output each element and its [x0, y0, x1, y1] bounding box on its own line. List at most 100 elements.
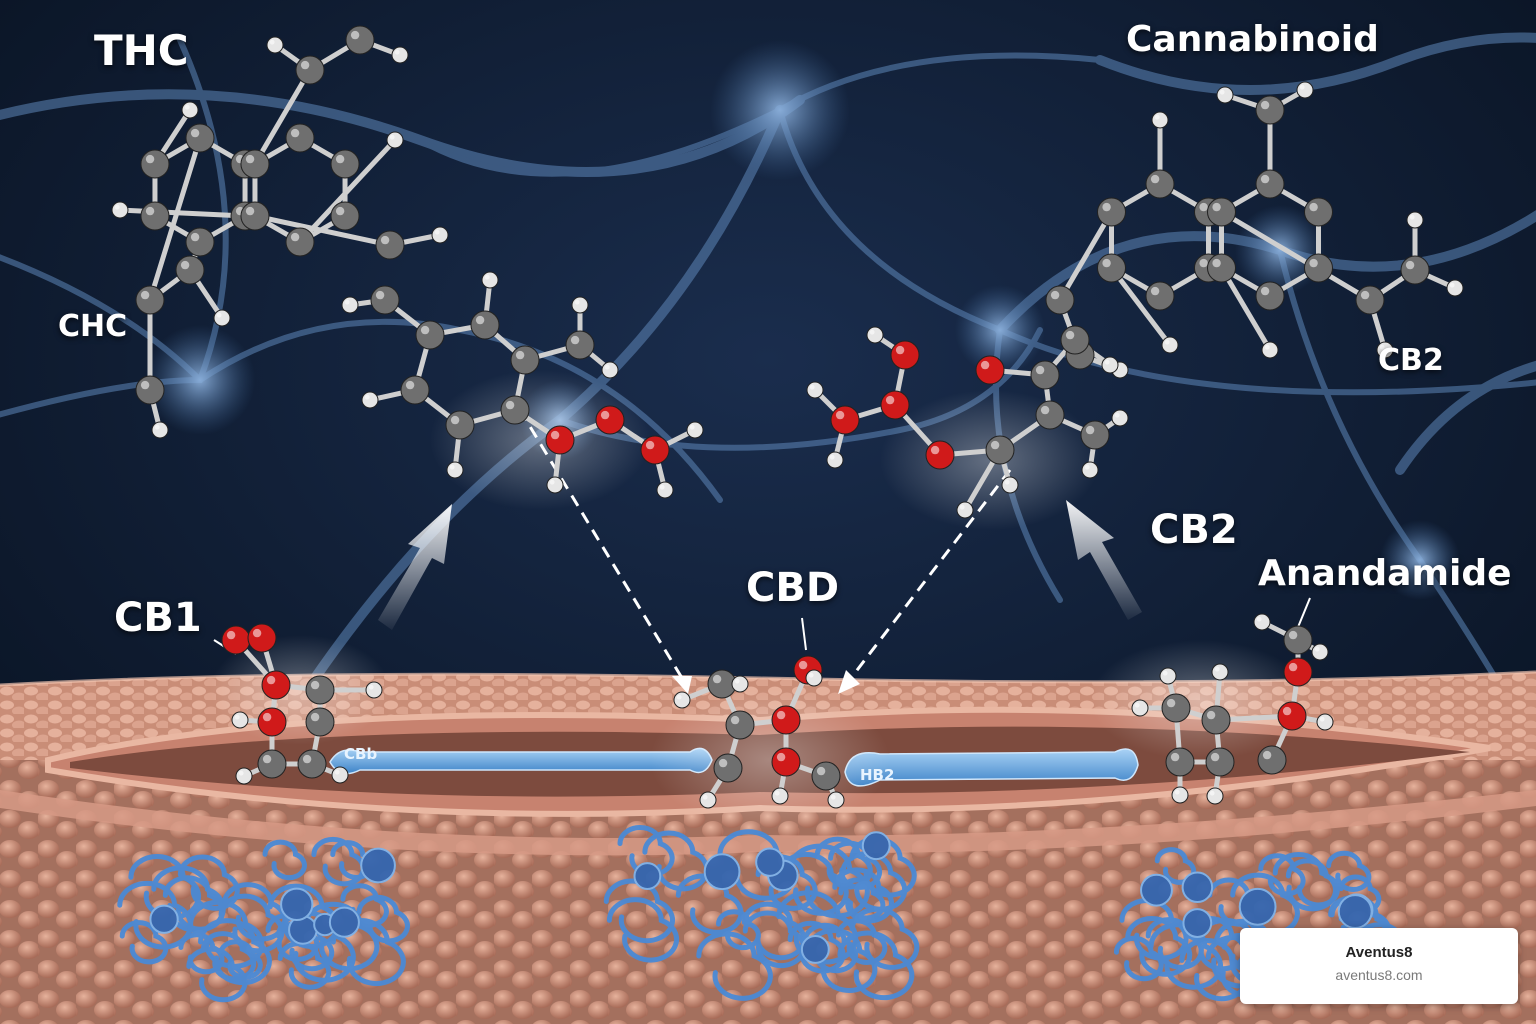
carbon-atom [1255, 169, 1285, 199]
carbon-atom [140, 201, 170, 231]
carbon-atom [1097, 253, 1127, 283]
atom-highlight [290, 128, 300, 138]
atom-highlight [334, 769, 340, 775]
atom-highlight [689, 424, 695, 430]
molecule-bond [1109, 265, 1173, 348]
hydrogen-atom [1261, 341, 1279, 359]
hydrogen-atom [546, 476, 564, 494]
protein-bead [1238, 887, 1277, 926]
hydrogen-atom [111, 201, 129, 219]
carbon-atom [725, 710, 755, 740]
atom-highlight [1319, 716, 1325, 722]
carbon-atom [985, 435, 1015, 465]
atom-highlight [1262, 750, 1272, 760]
protein-coil [177, 854, 240, 911]
hydrogen-atom [431, 226, 449, 244]
atom-highlight [344, 299, 350, 305]
molecule-bond [1057, 209, 1115, 303]
carbon-atom [135, 375, 165, 405]
carbon-atom [1207, 253, 1237, 283]
atom-highlight [930, 445, 940, 455]
molecule-glow [430, 370, 650, 510]
hydrogen-atom [481, 271, 499, 289]
hydrogen-atom [1406, 211, 1424, 229]
atom-highlight [1282, 706, 1292, 716]
carbon-atom [305, 707, 335, 737]
hydrogen-atom [571, 296, 589, 314]
hydrogen-atom [1296, 81, 1314, 99]
protein-coil [742, 910, 807, 969]
atom-highlight [389, 134, 395, 140]
protein-coil [1145, 916, 1204, 970]
atom-highlight [302, 754, 312, 764]
atom-highlight [449, 464, 455, 470]
protein-coil [838, 877, 886, 921]
molecule-glow [1090, 640, 1310, 760]
atom-highlight [1256, 616, 1262, 622]
carbon-atom [1030, 360, 1060, 390]
carbon-atom [1080, 420, 1110, 450]
protein-bead [1140, 873, 1173, 907]
atom-highlight [1360, 290, 1370, 300]
atom-highlight [1260, 100, 1270, 110]
atom-highlight [1154, 114, 1160, 120]
protein-bead [1337, 894, 1373, 929]
neuron-fiber [1095, 32, 1536, 95]
oxygen-atom [771, 747, 801, 777]
atom-highlight [335, 154, 345, 164]
atom-highlight [885, 395, 895, 405]
brand-url[interactable]: aventus8.com [1335, 967, 1423, 983]
carbon-atom [135, 285, 165, 315]
hydrogen-atom [331, 766, 349, 784]
hydrogen-atom [1206, 787, 1224, 805]
protein-coil [787, 920, 846, 974]
brand-card[interactable]: Aventus8 aventus8.com [1240, 928, 1518, 1004]
atom-highlight [712, 674, 722, 684]
carbon-atom [175, 255, 205, 285]
atom-highlight [718, 758, 728, 768]
atom-highlight [570, 335, 580, 345]
hydrogen-atom [213, 309, 231, 327]
atom-highlight [550, 430, 560, 440]
carbon-atom [415, 320, 445, 350]
oxygen-atom [925, 440, 955, 470]
atom-highlight [515, 350, 525, 360]
chc-label: CHC [58, 309, 128, 344]
protein-coil [696, 931, 773, 1001]
protein-coil [151, 865, 226, 933]
protein-bead [1182, 908, 1213, 938]
protein-coil [1119, 898, 1189, 961]
carbon-atom [470, 310, 500, 340]
hydrogen-atom [446, 461, 464, 479]
molecule-bond [117, 207, 248, 219]
hydrogen-atom [1081, 461, 1099, 479]
oxygen-atom [257, 707, 287, 737]
oxygen-atom [830, 405, 860, 435]
carbon-atom [185, 123, 215, 153]
oxygen-atom [640, 435, 670, 465]
atom-highlight [310, 712, 320, 722]
atom-highlight [238, 770, 244, 776]
atom-highlight [1035, 365, 1045, 375]
atom-highlight [394, 49, 400, 55]
atom-highlight [484, 274, 490, 280]
atom-highlight [180, 260, 190, 270]
atom-highlight [980, 360, 990, 370]
atom-highlight [1299, 84, 1305, 90]
atom-highlight [145, 154, 155, 164]
carbon-atom [1060, 325, 1090, 355]
carbon-atom [1035, 400, 1065, 430]
protein-coil [828, 840, 883, 890]
carbon-atom [1355, 285, 1385, 315]
atom-highlight [140, 290, 150, 300]
neuron-fiber [1395, 360, 1536, 475]
atom-highlight [262, 754, 272, 764]
neuron-soma [955, 285, 1045, 375]
hydrogen-atom [341, 296, 359, 314]
hydrogen-atom [771, 787, 789, 805]
atom-highlight [676, 694, 682, 700]
protein-coil [716, 909, 761, 951]
atom-highlight [574, 299, 580, 305]
hydrogen-atom [1131, 699, 1149, 717]
atom-highlight [1309, 258, 1318, 268]
